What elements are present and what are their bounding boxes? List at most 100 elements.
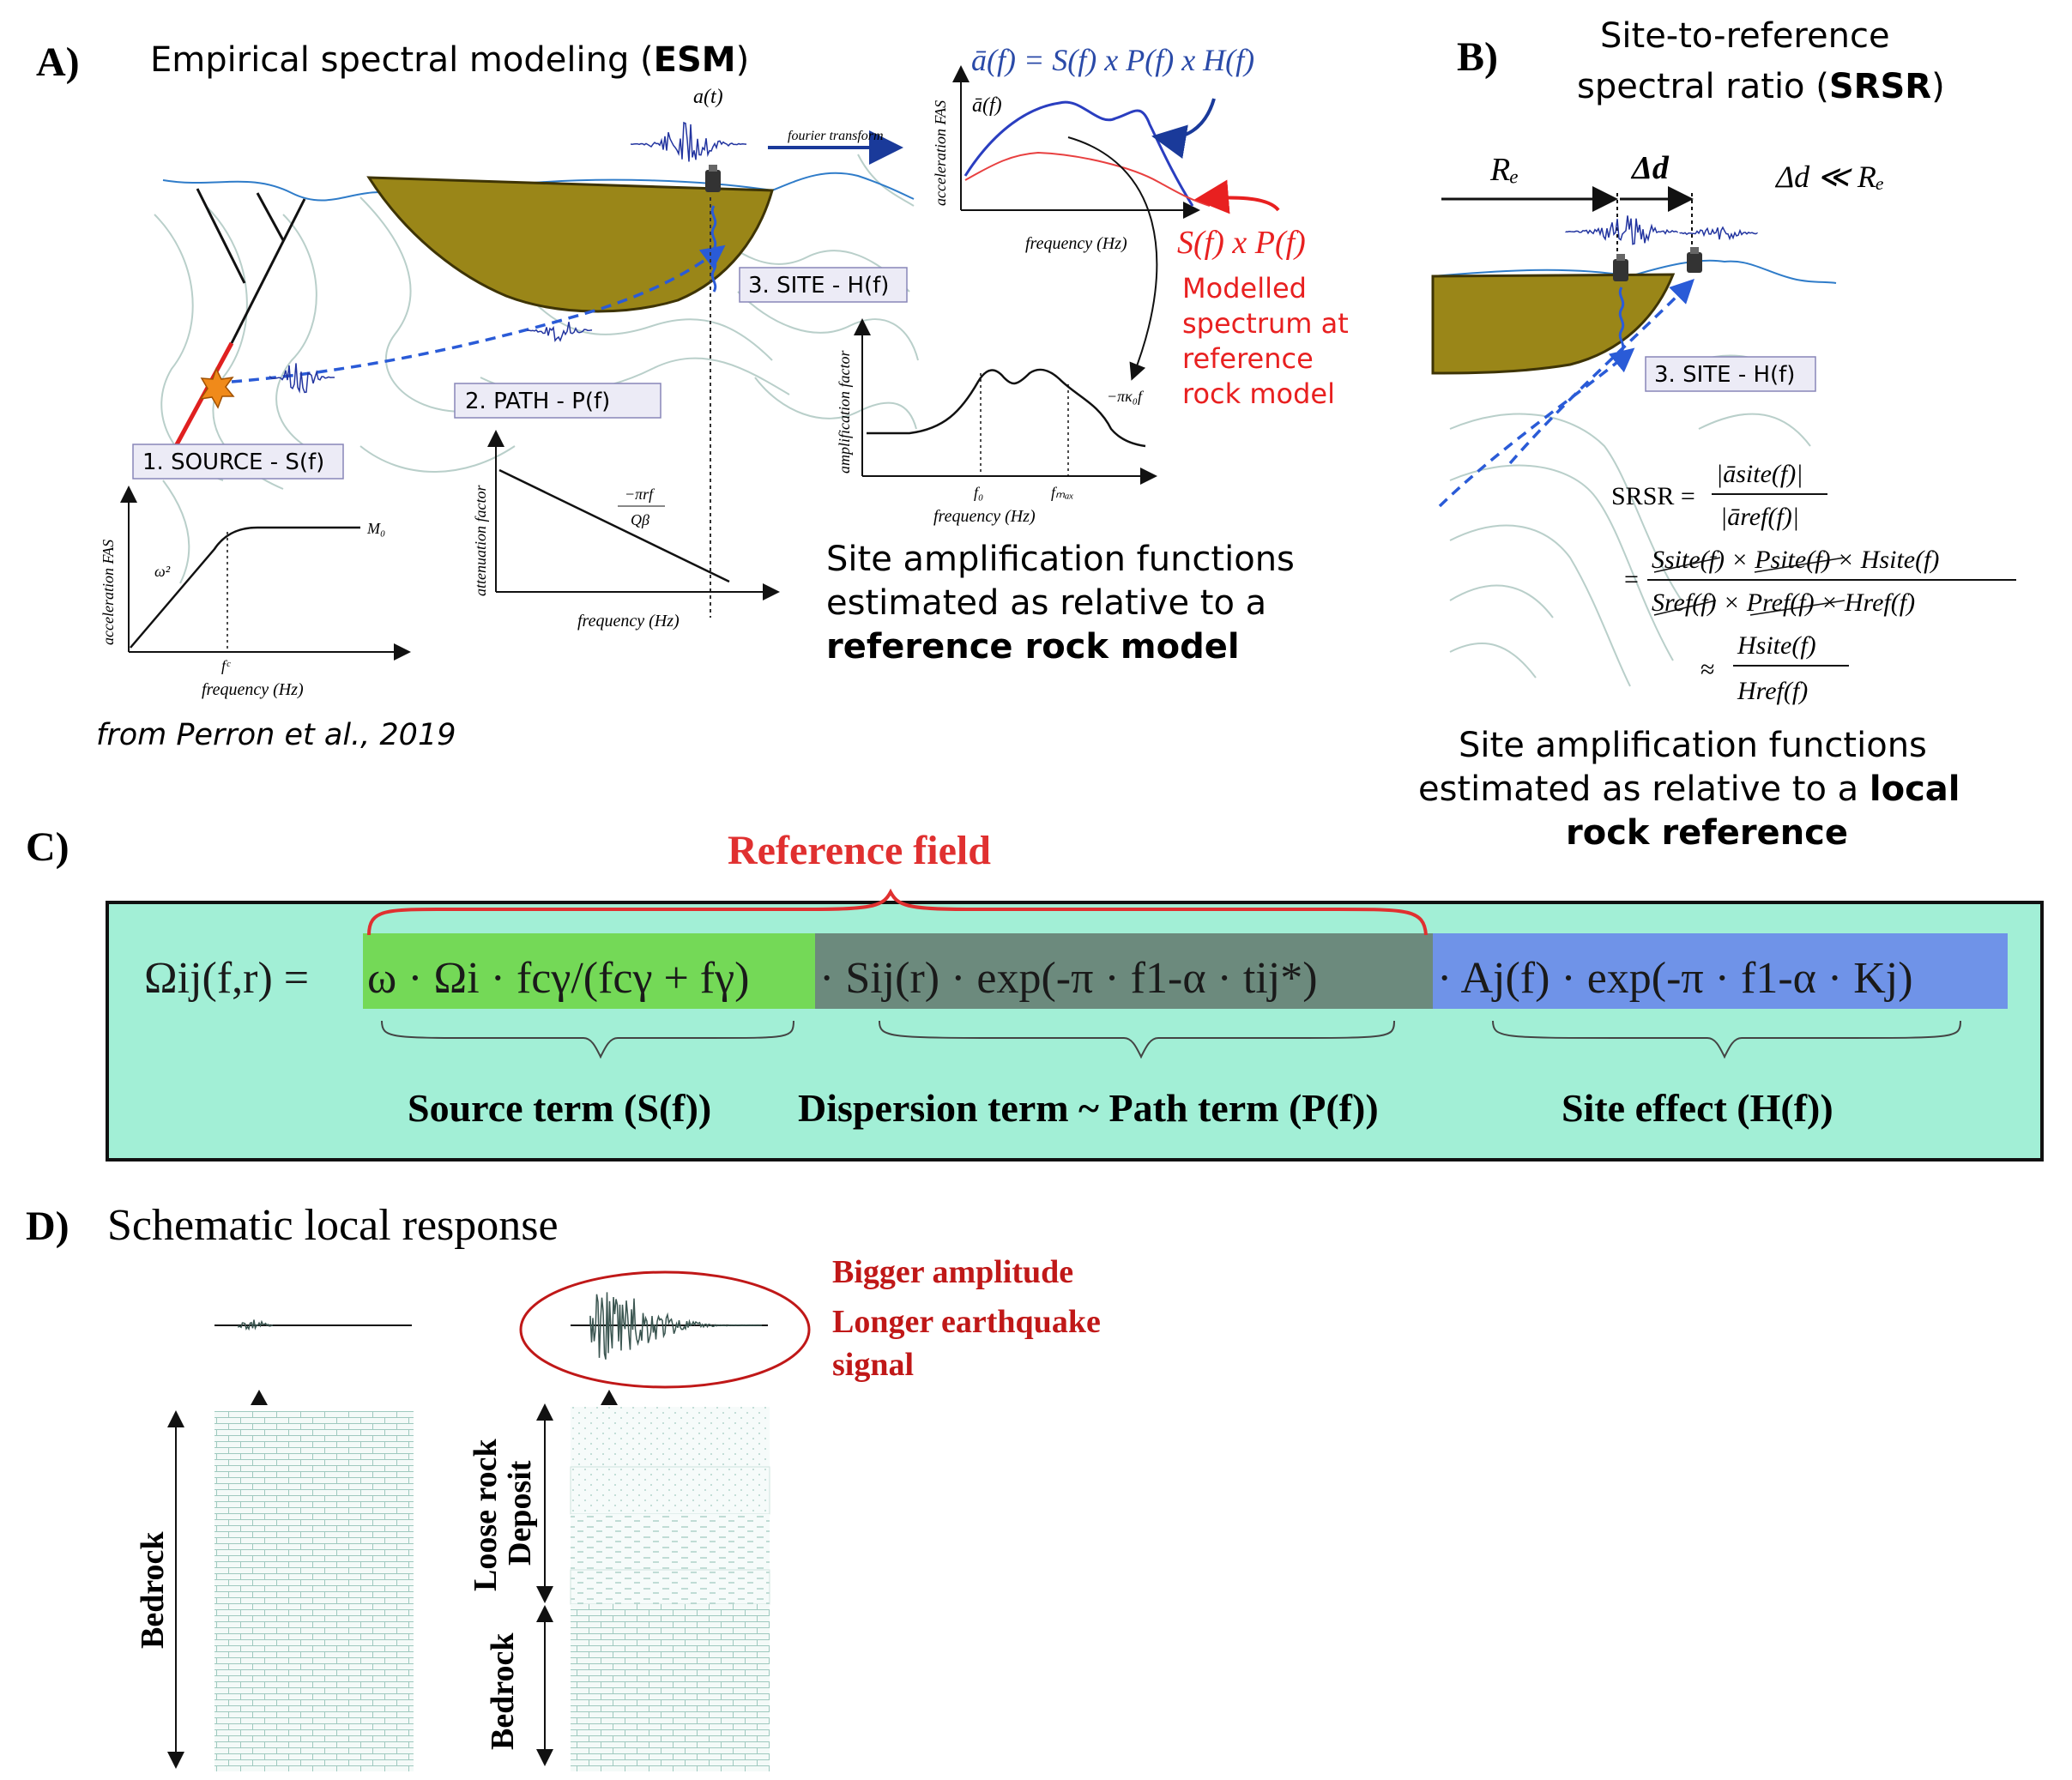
source-spectrum-line bbox=[130, 526, 360, 649]
srsr-den3: Href(f) bbox=[1737, 677, 1808, 705]
bedrock-column bbox=[214, 1411, 414, 1771]
spectrum-curve-label: ā(f) bbox=[972, 94, 1002, 117]
srsr-num1: |āsite(f)| bbox=[1716, 460, 1803, 488]
hypocenter-star bbox=[199, 367, 235, 409]
srsr-den1: |āref(f)| bbox=[1720, 503, 1799, 531]
caption-b-line-1: Site amplification functions bbox=[1459, 726, 1927, 765]
panel-b-title-2: spectral ratio (SRSR) bbox=[1577, 67, 1945, 106]
ratio-arrow bbox=[1067, 136, 1158, 381]
equation-pointer-arrow bbox=[1151, 98, 1216, 159]
attenuation-line bbox=[498, 468, 730, 583]
site-wiggle-b bbox=[1618, 287, 1625, 353]
station-marker-left bbox=[251, 1390, 268, 1405]
seismogram-source bbox=[269, 363, 335, 394]
bedrock-label-left: Bedrock bbox=[135, 1531, 171, 1649]
source-box: 1. SOURCE - S(f) bbox=[132, 443, 344, 480]
caption-a-line-3: reference rock model bbox=[826, 627, 1240, 667]
underbraces bbox=[381, 1020, 1961, 1059]
panel-d-label: D) bbox=[26, 1204, 69, 1249]
seismogram-path bbox=[527, 322, 593, 342]
esm-equation: ā(f) = S(f) x P(f) x H(f) bbox=[971, 43, 1254, 77]
panel-a-caption: Site amplification functions estimated a… bbox=[826, 540, 1295, 667]
modelled-line-2: spectrum at bbox=[1182, 307, 1349, 340]
modelled-line-3: reference bbox=[1182, 342, 1314, 375]
source-term-label: Source term (S(f)) bbox=[408, 1086, 711, 1130]
fmax-label: fₘₐₓ bbox=[1051, 484, 1074, 501]
panel-a: A) Empirical spectral modeling (ESM) bbox=[36, 39, 1349, 752]
site-plot-xlabel: frequency (Hz) bbox=[933, 507, 1036, 526]
equation-lhs: Ωij(f,r) = bbox=[144, 954, 309, 1003]
path-box: 2. PATH - P(f) bbox=[454, 383, 661, 419]
fourier-label: fourier transform bbox=[788, 129, 884, 143]
f0-label: f₀ bbox=[974, 484, 983, 501]
path-plot-xlabel: frequency (Hz) bbox=[577, 612, 680, 631]
site-amplification-wiggle bbox=[710, 205, 717, 293]
deposit-layer-2 bbox=[570, 1466, 770, 1515]
deposit-layer-1 bbox=[571, 1407, 770, 1467]
spectrum-plot: acceleration FAS frequency (Hz) ā(f) bbox=[932, 65, 1211, 253]
srsr-den2: Sref(f) × Pref(f) × Href(f) bbox=[1652, 588, 1915, 617]
srsr-formula: SRSR = |āsite(f)| |āref(f)| = Ssite(f) ×… bbox=[1611, 460, 2016, 705]
note-longer-signal: Longer earthquake bbox=[832, 1304, 1101, 1340]
source-expression: ω · Ωi · fcγ/(fcγ + fγ) bbox=[367, 954, 749, 1003]
dd-label: Δd bbox=[1630, 150, 1670, 186]
cancel-mark bbox=[1653, 600, 1717, 616]
seismogram-bedrock bbox=[238, 1319, 273, 1331]
amplification-line bbox=[867, 368, 1146, 448]
omega-label: ω² bbox=[154, 563, 171, 580]
modelled-line-4: rock model bbox=[1182, 377, 1335, 410]
panel-c: C) Reference field Ωij(f,r) = ω · Ωi · f… bbox=[26, 824, 2044, 1162]
panel-b: B) Site-to-reference spectral ratio (SRS… bbox=[1418, 16, 2016, 853]
relation-label: Δd ≪ Rₑ bbox=[1774, 160, 1884, 194]
srsr-num3: Hsite(f) bbox=[1737, 631, 1816, 660]
site-box-b: 3. SITE - H(f) bbox=[1645, 356, 1816, 392]
station-marker-right bbox=[601, 1390, 618, 1405]
bedrock-label-right: Bedrock bbox=[485, 1632, 521, 1750]
path-expression: · Sij(r) · exp(-π · f1-α · tij*) bbox=[819, 954, 1318, 1003]
cancel-mark bbox=[1653, 557, 1721, 573]
ray-b-1 bbox=[1438, 347, 1635, 508]
svg-text:=: = bbox=[1624, 565, 1639, 594]
observed-spectrum-line bbox=[964, 100, 1194, 207]
panel-d-title: Schematic local response bbox=[107, 1201, 559, 1250]
source-plot: acceleration FAS frequency (Hz) ω² M₀ fᶜ bbox=[100, 486, 411, 699]
panel-a-title: Empirical spectral modeling (ESM) bbox=[150, 40, 749, 80]
seismometer-basin-icon bbox=[1613, 254, 1628, 281]
site-box-a-label: 3. SITE - H(f) bbox=[748, 273, 889, 299]
caption-b-line-2: estimated as relative to a local bbox=[1418, 769, 1960, 809]
caption-b-line-3: rock reference bbox=[1566, 813, 1848, 853]
panel-a-label: A) bbox=[36, 39, 80, 85]
path-highlight bbox=[815, 933, 1433, 1009]
site-highlight bbox=[1433, 933, 2008, 1009]
seismogram-deposit bbox=[589, 1292, 762, 1360]
re-label: Rₑ bbox=[1489, 152, 1519, 188]
path-term-label: Dispersion term ~ Path term (P(f)) bbox=[798, 1086, 1379, 1130]
path-num: −πrf bbox=[625, 486, 655, 503]
panel-b-caption: Site amplification functions estimated a… bbox=[1418, 726, 1960, 853]
seismogram-rock bbox=[1679, 226, 1758, 241]
credit-text: from Perron et al., 2019 bbox=[96, 718, 456, 752]
seismometer-icon bbox=[705, 165, 721, 192]
amplitude-highlight-ellipse bbox=[519, 1270, 811, 1389]
equation-text: Ωij(f,r) = ω · Ωi · fcγ/(fcγ + fγ) · Sij… bbox=[144, 954, 1913, 1003]
modelled-spectrum-line bbox=[964, 151, 1211, 207]
path-plot-ylabel: attenuation factor bbox=[472, 485, 489, 596]
panel-c-label: C) bbox=[26, 824, 69, 870]
kappa-label: −πκ₀f bbox=[1107, 388, 1145, 405]
path-den: Qβ bbox=[631, 511, 649, 528]
site-term-label: Site effect (H(f)) bbox=[1562, 1086, 1833, 1130]
wave-path-ray bbox=[231, 244, 726, 383]
ray-b-2 bbox=[1508, 279, 1694, 465]
source-plot-xlabel: frequency (Hz) bbox=[202, 680, 304, 699]
panel-b-label: B) bbox=[1457, 34, 1498, 80]
cancel-mark bbox=[1754, 557, 1845, 573]
signal-label: a(t) bbox=[693, 86, 723, 108]
reference-field-brace bbox=[367, 888, 1428, 936]
m0-label: M₀ bbox=[366, 520, 385, 537]
model-pointer-arrow bbox=[1194, 179, 1280, 214]
fc-label: fᶜ bbox=[221, 657, 231, 674]
seismogram-surface bbox=[630, 121, 747, 162]
loose-rock-label: Loose rock bbox=[468, 1438, 504, 1591]
srsr-num2: Ssite(f) × Psite(f) × Hsite(f) bbox=[1652, 546, 1939, 574]
